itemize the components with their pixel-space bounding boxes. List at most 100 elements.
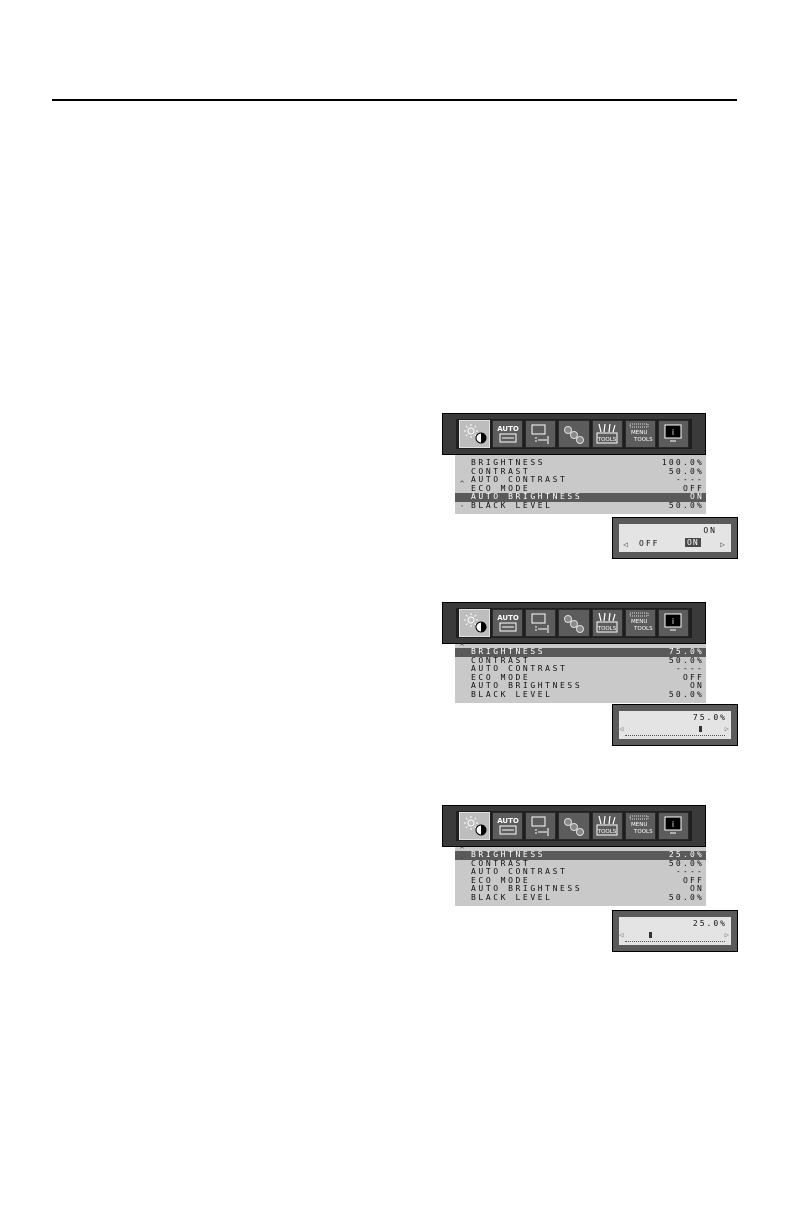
tab-position[interactable] xyxy=(525,812,557,840)
menu-value: OFF xyxy=(682,483,704,493)
slider-right-icon[interactable]: ▷ xyxy=(724,931,731,939)
popup-value: 75.0% xyxy=(692,713,727,722)
scroll-up-icon[interactable]: ^ xyxy=(460,846,465,854)
tab-color[interactable] xyxy=(558,420,590,448)
info-icon-label: i xyxy=(672,820,674,829)
tab-color[interactable] xyxy=(558,812,590,840)
osd-tab-bar: AUTO xyxy=(442,413,706,455)
menu-value: 75.0% xyxy=(668,647,704,656)
tab-brightness-contrast[interactable] xyxy=(459,420,491,448)
menu-tools-icon-top: MENU xyxy=(631,619,647,625)
scroll-up-icon[interactable]: ^ xyxy=(460,479,465,488)
menu-label: AUTO CONTRAST xyxy=(471,867,568,877)
menu-row-auto-contrast[interactable]: AUTO CONTRAST---- xyxy=(455,476,706,485)
menu-tools-icon-top: MENU xyxy=(631,430,647,436)
menu-label: BRIGHTNESS xyxy=(471,458,546,467)
rgb-icon xyxy=(563,426,584,444)
menu-tools-icon: MENU TOOLS xyxy=(629,423,653,443)
tab-color[interactable] xyxy=(558,609,590,637)
tab-position[interactable] xyxy=(525,420,557,448)
arrow-right-icon[interactable]: ▷ xyxy=(720,540,727,549)
adjust-popup-toggle: ON ◁ OFF ON ▷ xyxy=(612,517,738,559)
rgb-icon xyxy=(563,818,584,836)
page-rule xyxy=(52,99,737,101)
menu-label: BLACK LEVEL xyxy=(471,500,553,510)
menu-label: CONTRAST xyxy=(471,466,531,476)
tools-icon: TOOLS xyxy=(596,423,618,444)
rgb-icon xyxy=(563,615,584,633)
tab-information[interactable]: i xyxy=(657,812,689,840)
menu-value: 50.0% xyxy=(668,892,704,902)
menu-tools-icon: MENU TOOLS xyxy=(629,815,653,835)
sun-contrast-icon xyxy=(463,816,487,836)
adjust-popup-slider: 25.0% ◁ ▷ xyxy=(612,910,738,952)
menu-row-black-level[interactable]: ˇ BLACK LEVEL 50.0% xyxy=(455,500,706,513)
popup-value: 25.0% xyxy=(692,919,727,928)
tab-information[interactable]: i xyxy=(657,609,689,637)
menu-value: 50.0% xyxy=(668,689,704,699)
tab-tools[interactable]: TOOLS xyxy=(591,420,623,448)
scroll-down-icon[interactable]: ˇ xyxy=(460,653,465,662)
position-icon xyxy=(531,816,549,836)
slider-right-icon[interactable]: ▷ xyxy=(724,725,731,733)
osd-tab-bar: AUTO xyxy=(442,602,706,644)
level-slider[interactable] xyxy=(625,726,725,736)
tab-menu-tools[interactable]: MENU TOOLS xyxy=(624,609,656,637)
info-icon: i xyxy=(664,613,682,631)
arrow-left-icon[interactable]: ◁ xyxy=(623,540,630,549)
slider-left-icon[interactable]: ◁ xyxy=(619,931,626,939)
scroll-down-icon[interactable]: ˇ xyxy=(460,856,465,865)
option-on[interactable]: ON xyxy=(685,538,701,547)
tab-position[interactable] xyxy=(525,609,557,637)
menu-row-auto-contrast[interactable]: AUTO CONTRAST---- xyxy=(455,868,706,877)
tab-auto-adjust[interactable]: AUTO xyxy=(492,812,524,840)
tools-icon-label: TOOLS xyxy=(597,626,617,632)
slider-knob[interactable] xyxy=(699,726,702,732)
info-icon: i xyxy=(664,816,682,834)
slider-left-icon[interactable]: ◁ xyxy=(619,725,626,733)
tab-menu-tools[interactable]: MENU TOOLS xyxy=(624,812,656,840)
tab-brightness-contrast[interactable] xyxy=(459,609,491,637)
auto-icon: AUTO xyxy=(497,817,519,835)
tools-icon-label: TOOLS xyxy=(597,829,617,835)
tools-icon: TOOLS xyxy=(596,815,618,836)
tab-tools[interactable]: TOOLS xyxy=(591,812,623,840)
option-off[interactable]: OFF xyxy=(639,539,660,548)
menu-value: 50.0% xyxy=(668,500,704,510)
menu-row-brightness[interactable]: BRIGHTNESS 100.0% xyxy=(455,458,706,468)
tab-auto-adjust[interactable]: AUTO xyxy=(492,420,524,448)
menu-value: 100.0% xyxy=(661,458,704,467)
tab-menu-tools[interactable]: MENU TOOLS xyxy=(624,420,656,448)
menu-label: CONTRAST xyxy=(471,655,531,665)
tab-brightness-contrast[interactable] xyxy=(459,812,491,840)
tab-auto-adjust[interactable]: AUTO xyxy=(492,609,524,637)
auto-icon-label: AUTO xyxy=(497,614,519,622)
position-icon xyxy=(531,613,549,633)
menu-value: ON xyxy=(689,884,704,894)
menu-value: ON xyxy=(689,681,704,691)
tab-information[interactable]: i xyxy=(657,420,689,448)
auto-icon-label: AUTO xyxy=(497,425,519,433)
menu-row-auto-contrast[interactable]: AUTO CONTRAST---- xyxy=(455,665,706,674)
menu-value: 25.0% xyxy=(668,850,704,859)
tab-tools[interactable]: TOOLS xyxy=(591,609,623,637)
scroll-down-icon[interactable]: ˇ xyxy=(460,504,465,513)
slider-knob[interactable] xyxy=(649,932,652,938)
level-slider[interactable] xyxy=(625,932,725,942)
scroll-up-icon[interactable]: ^ xyxy=(460,643,465,651)
